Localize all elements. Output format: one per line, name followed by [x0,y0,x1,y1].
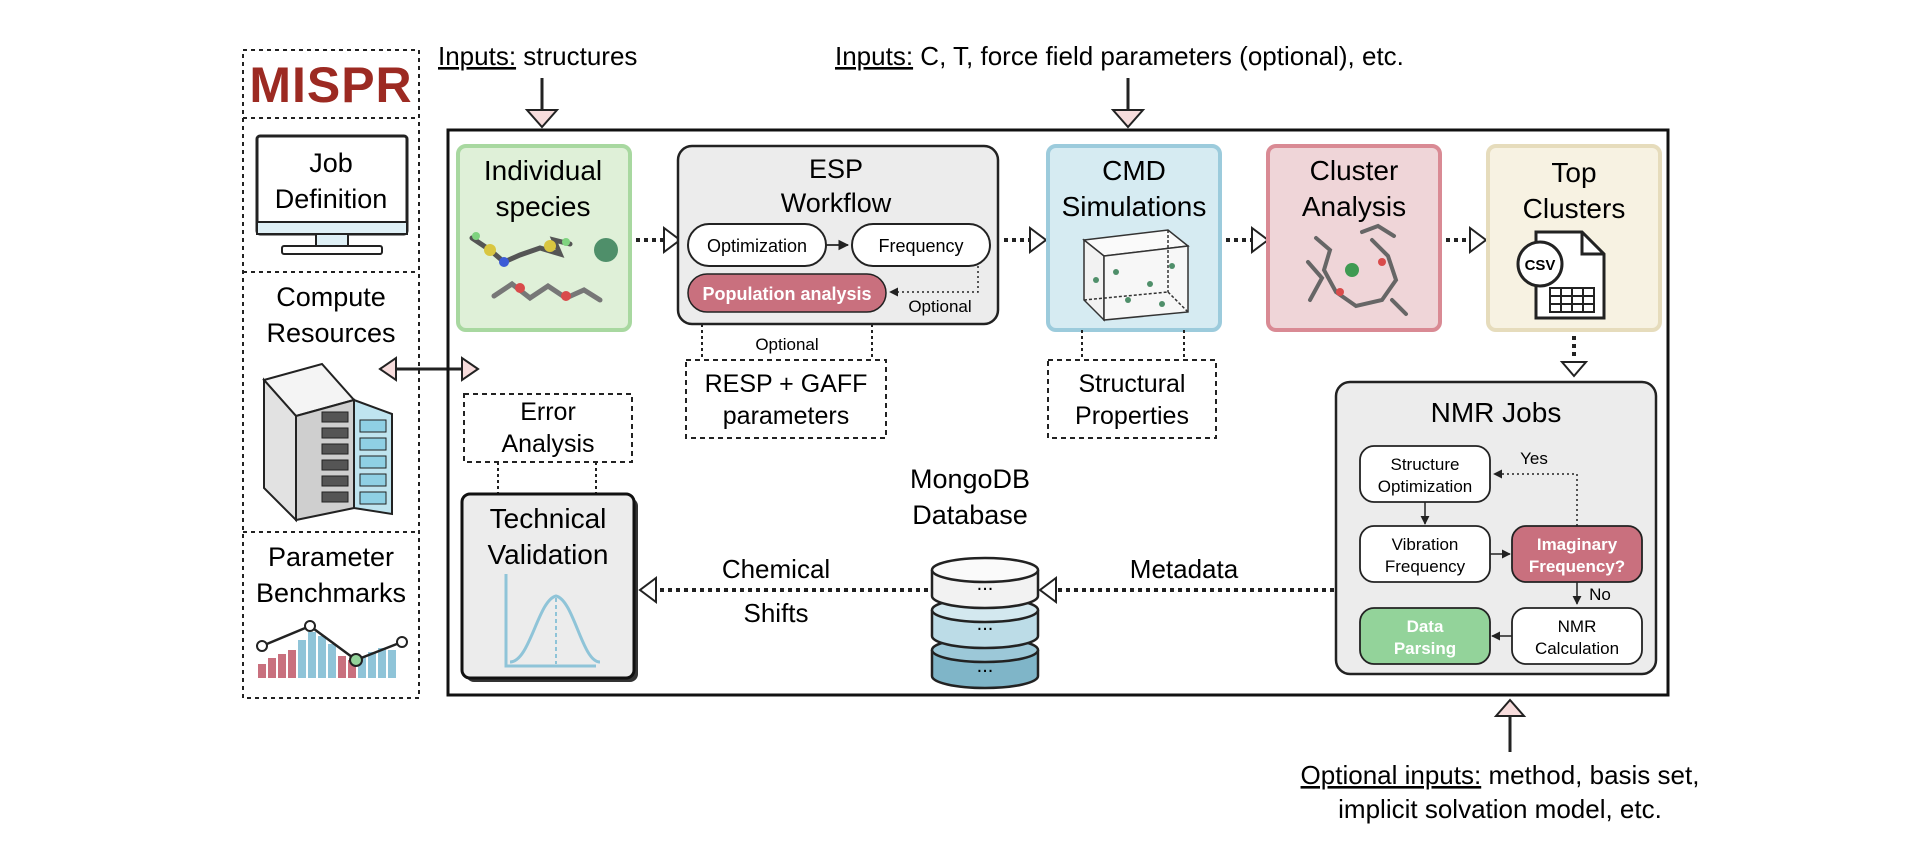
server-icon [262,362,393,523]
arrow-mongodb-to-validation [638,576,928,604]
arrow-cluster-to-top [1446,226,1488,254]
esp-to-resp-connector: Optional [701,324,873,360]
data-parsing-node [1359,607,1491,665]
compute-resources-line2: Resources [266,318,395,348]
database-icon [930,556,1040,690]
db-disk-3-label: ... [977,655,994,677]
inputs-force-field-arrow [1110,78,1146,129]
structural-properties-box: Structural Properties [1047,359,1217,439]
svg-text:Cluster: Cluster [1310,155,1399,186]
svg-text:Imaginary: Imaginary [1537,535,1618,554]
cmd-to-structural-connector [1081,330,1185,360]
svg-text:Data: Data [1407,617,1444,636]
inputs-structures-arrow [524,78,560,129]
svg-text:Structural: Structural [1079,370,1186,398]
cluster-molecule-icon [1306,223,1408,316]
svg-text:CMD: CMD [1102,155,1166,186]
svg-text:parameters: parameters [723,402,849,430]
resp-gaff-box: RESP + GAFF parameters [685,359,887,439]
csv-file-icon [1516,230,1606,320]
svg-text:Optimization: Optimization [1378,477,1472,496]
svg-text:Top: Top [1551,157,1596,188]
svg-text:Optional: Optional [755,335,818,354]
svg-text:Parsing: Parsing [1394,639,1456,658]
optional-inputs-line2: implicit solvation model, etc. [1338,794,1662,824]
arrow-top-to-nmr [1559,336,1589,378]
svg-text:Workflow: Workflow [781,188,892,218]
optional-inputs-arrow [1493,698,1527,752]
svg-text:Calculation: Calculation [1535,639,1619,658]
svg-text:Frequency: Frequency [1385,557,1466,576]
inputs-structures: Inputs: structures [438,41,637,71]
chemical-shifts-line1: Chemical [722,554,830,584]
svg-text:NMR Jobs: NMR Jobs [1431,397,1562,428]
svg-text:Error: Error [520,398,576,426]
svg-text:ESP: ESP [809,154,863,184]
svg-text:Structure: Structure [1391,455,1460,474]
svg-text:Simulations: Simulations [1062,191,1207,222]
sidebar-to-main-arrow [378,356,480,382]
arrow-species-to-esp [636,226,682,254]
inputs-force-field: Inputs: C, T, force field parameters (op… [835,41,1404,71]
svg-text:Analysis: Analysis [501,430,594,458]
simulation-box-icon [1082,229,1190,322]
top-clusters-box: Top Clusters CSV [1486,144,1662,332]
svg-text:Technical: Technical [490,503,607,534]
cluster-analysis-box: Cluster Analysis [1266,144,1442,332]
svg-text:Frequency?: Frequency? [1529,557,1625,576]
logo: MISPR [249,57,412,113]
arrow-nmr-to-mongodb [1038,576,1334,604]
chemical-shifts-line2: Shifts [743,598,808,628]
esp-workflow-box: ESP Workflow Optimization Frequency Popu… [676,144,1000,326]
svg-text:Yes: Yes [1520,449,1548,468]
svg-text:Clusters: Clusters [1523,193,1626,224]
svg-text:Analysis: Analysis [1302,191,1406,222]
optional-inputs-line1: Optional inputs: method, basis set, [1301,760,1700,790]
svg-text:RESP + GAFF: RESP + GAFF [705,370,868,398]
parameter-benchmarks-line1: Parameter [268,542,394,572]
db-disk-1-label: ... [977,573,994,595]
svg-text:species: species [496,191,591,222]
population-analysis-node [687,273,887,313]
mongodb-title-line2: Database [912,500,1028,530]
distribution-curve-icon [504,574,601,668]
individual-species-box: Individual species [456,144,632,332]
svg-text:Individual: Individual [484,155,602,186]
db-disk-2-label: ... [977,613,994,635]
svg-text:Population analysis: Population analysis [702,284,871,304]
sidebar: MISPR Job Definition Compute Resources [242,49,420,699]
metadata-label: Metadata [1130,554,1239,584]
compute-resources-line1: Compute [276,282,386,312]
job-definition-line1: Job [309,148,353,178]
nmr-jobs-box: NMR Jobs Structure Optimization Vibratio… [1334,380,1658,676]
benchmark-chart-icon [256,620,408,678]
csv-label: CSV [1525,257,1556,274]
svg-text:Validation: Validation [488,539,609,570]
arrow-cmd-to-cluster [1226,226,1270,254]
error-analysis-box: Error Analysis [463,393,633,494]
svg-text:Vibration: Vibration [1392,535,1459,554]
svg-text:No: No [1589,585,1611,604]
svg-text:Optimization: Optimization [707,236,807,256]
cmd-simulations-box: CMD Simulations [1046,144,1222,332]
frequency-node [851,223,991,267]
svg-text:NMR: NMR [1558,617,1597,636]
svg-text:Properties: Properties [1075,402,1189,430]
parameter-benchmarks-line2: Benchmarks [256,578,406,608]
svg-text:Frequency: Frequency [878,236,963,256]
mongodb-title-line1: MongoDB [910,464,1030,494]
job-definition-line2: Definition [275,184,388,214]
main-workflow-frame [446,128,1670,697]
technical-validation-box: Technical Validation [460,492,638,682]
svg-text:Optional: Optional [908,297,971,316]
monitor-icon [255,134,409,255]
arrow-esp-to-cmd [1004,226,1048,254]
molecule-icon [469,232,618,303]
